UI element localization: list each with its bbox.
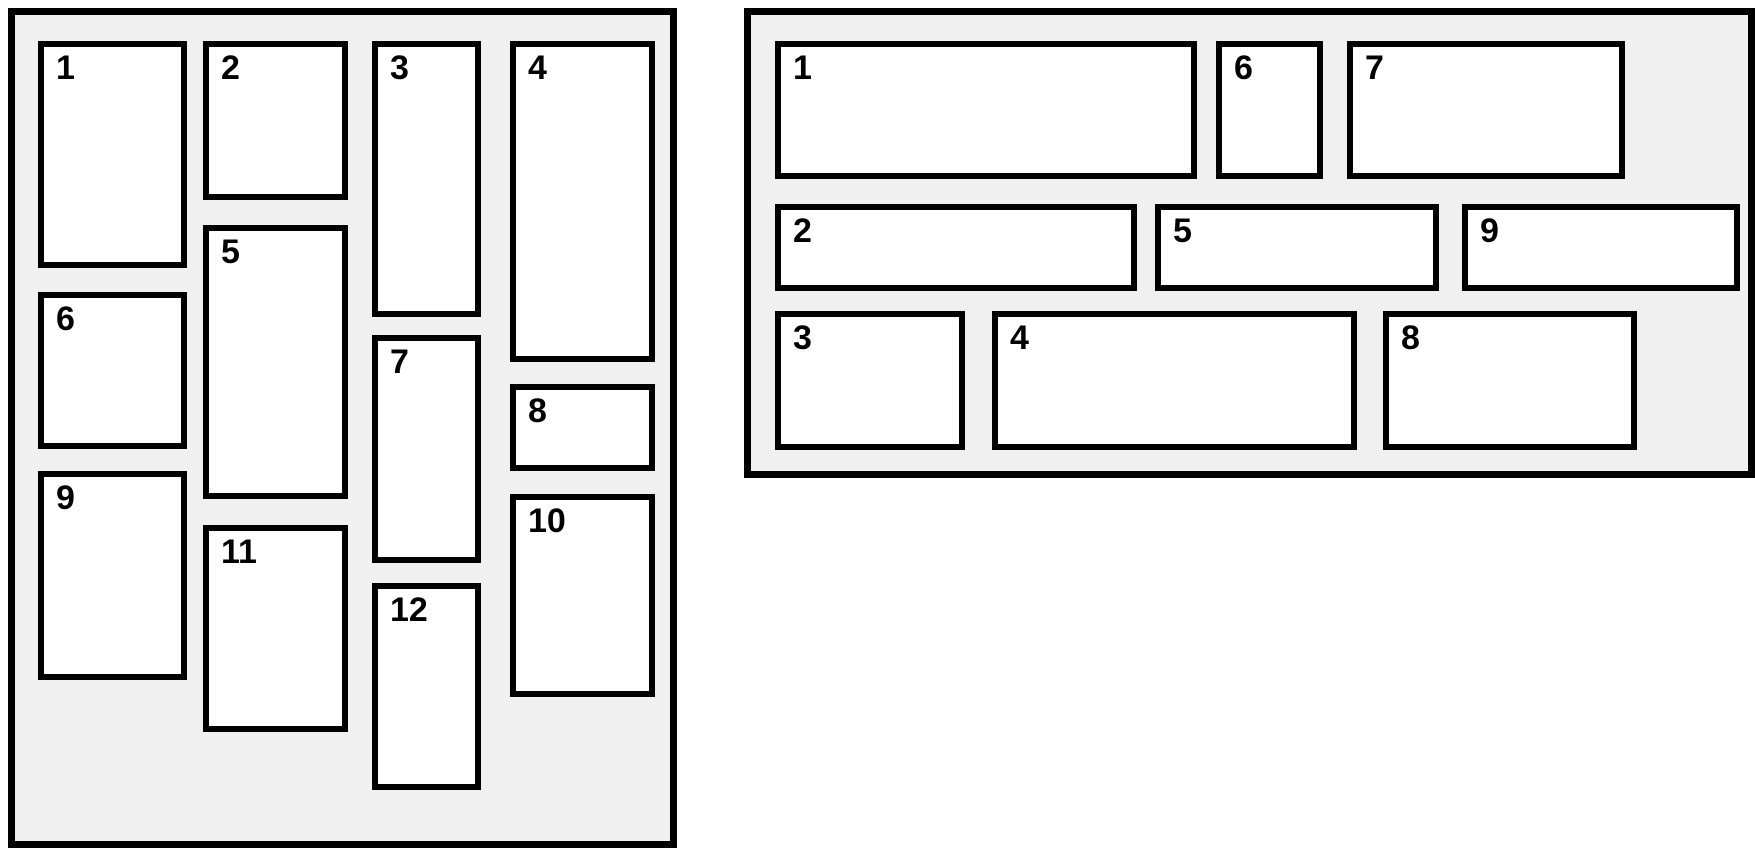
masonry-item: 3 [372, 41, 481, 317]
masonry-item: 11 [203, 525, 348, 732]
item-number-label: 2 [793, 212, 812, 250]
item-number-label: 10 [528, 502, 566, 540]
item-number-label: 11 [221, 533, 257, 571]
masonry-item: 8 [510, 384, 655, 471]
masonry-item: 1 [775, 41, 1197, 179]
item-number-label: 7 [1365, 49, 1384, 87]
item-number-label: 3 [390, 49, 409, 87]
masonry-item: 2 [775, 204, 1137, 291]
item-number-label: 12 [390, 591, 428, 629]
item-number-label: 2 [221, 49, 240, 87]
item-number-label: 9 [56, 479, 75, 517]
masonry-item: 8 [1383, 311, 1637, 450]
masonry-item: 5 [1155, 204, 1439, 291]
masonry-item: 6 [1216, 41, 1323, 179]
masonry-item: 4 [510, 41, 655, 362]
masonry-item: 3 [775, 311, 965, 450]
right-masonry-panel: 1 2 3 4 5 6 7 8 9 [744, 8, 1755, 478]
item-number-label: 6 [56, 300, 75, 338]
item-number-label: 8 [528, 392, 547, 430]
item-number-label: 4 [1010, 319, 1029, 357]
masonry-item: 7 [372, 335, 481, 563]
item-number-label: 8 [1401, 319, 1420, 357]
item-number-label: 1 [793, 49, 812, 87]
item-number-label: 5 [221, 233, 240, 271]
masonry-item: 12 [372, 583, 481, 790]
masonry-item: 7 [1347, 41, 1625, 179]
item-number-label: 6 [1234, 49, 1253, 87]
item-number-label: 7 [390, 343, 409, 381]
item-number-label: 3 [793, 319, 812, 357]
masonry-item: 1 [38, 41, 187, 268]
masonry-item: 9 [38, 471, 187, 680]
masonry-item: 10 [510, 494, 655, 697]
masonry-item: 9 [1462, 204, 1740, 291]
item-number-label: 5 [1173, 212, 1192, 250]
item-number-label: 4 [528, 49, 547, 87]
masonry-item: 5 [203, 225, 348, 499]
item-number-label: 9 [1480, 212, 1499, 250]
left-masonry-panel: 1 2 3 4 5 6 7 8 9 10 11 12 [8, 8, 677, 848]
masonry-item: 6 [38, 292, 187, 449]
masonry-item: 2 [203, 41, 348, 200]
masonry-item: 4 [992, 311, 1357, 450]
item-number-label: 1 [56, 49, 75, 87]
